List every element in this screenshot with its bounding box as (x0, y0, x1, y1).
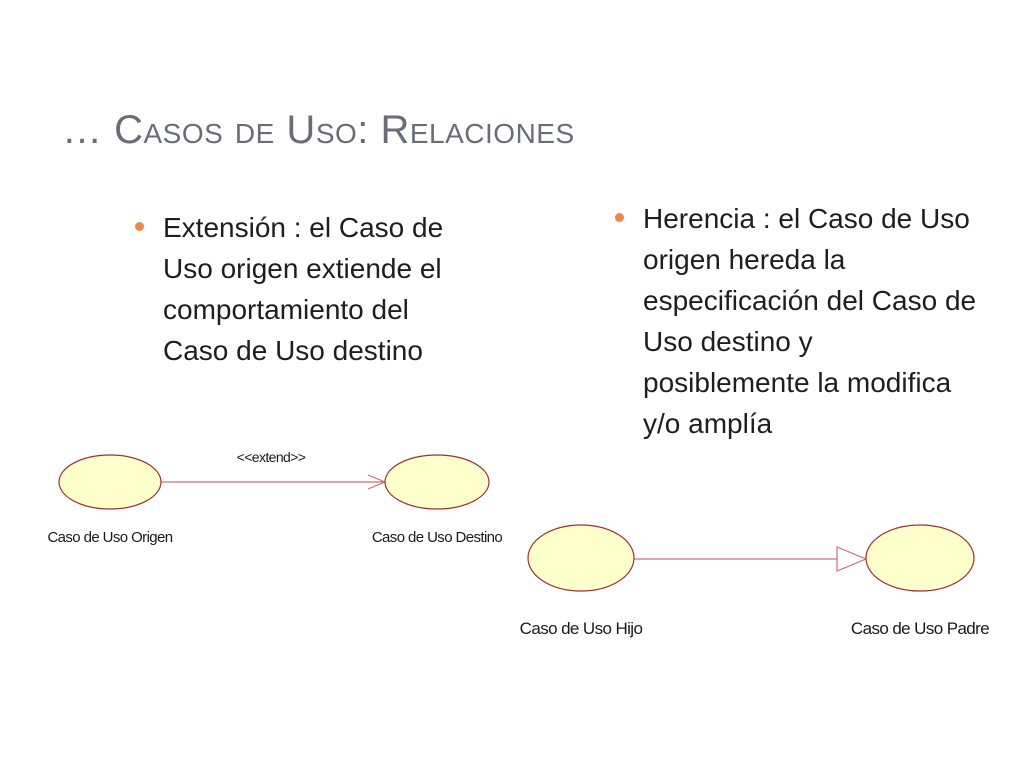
extension-bullet-text: Extensión : el Caso de Uso origen extien… (163, 212, 444, 366)
use-case-origin-ellipse (58, 454, 162, 510)
extension-bullet: Extensión : el Caso de Uso origen extien… (132, 207, 482, 371)
bullet-marker (135, 222, 144, 231)
generalization-hollow-arrowhead (836, 546, 868, 572)
herencia-bullet-block: Herencia : el Caso de Uso origen hereda … (612, 198, 984, 444)
use-case-origin-label: Caso de Uso Origen (47, 529, 172, 546)
herencia-bullet-text: Herencia : el Caso de Uso origen hereda … (643, 203, 977, 439)
slide-title: … Casos de Uso: Relaciones (62, 108, 575, 152)
herencia-bullet: Herencia : el Caso de Uso origen hereda … (612, 198, 984, 444)
use-case-parent-ellipse (865, 524, 975, 592)
use-case-child-ellipse (527, 524, 635, 592)
use-case-destination-ellipse (384, 454, 490, 510)
use-case-parent-label: Caso de Uso Padre (851, 619, 989, 638)
bullet-marker (615, 213, 624, 222)
extension-bullet-block: Extensión : el Caso de Uso origen extien… (132, 207, 482, 371)
use-case-child-label: Caso de Uso Hijo (520, 619, 643, 638)
use-case-destination-label: Caso de Uso Destino (372, 529, 503, 546)
extend-stereotype-label: <<extend>> (237, 449, 306, 465)
